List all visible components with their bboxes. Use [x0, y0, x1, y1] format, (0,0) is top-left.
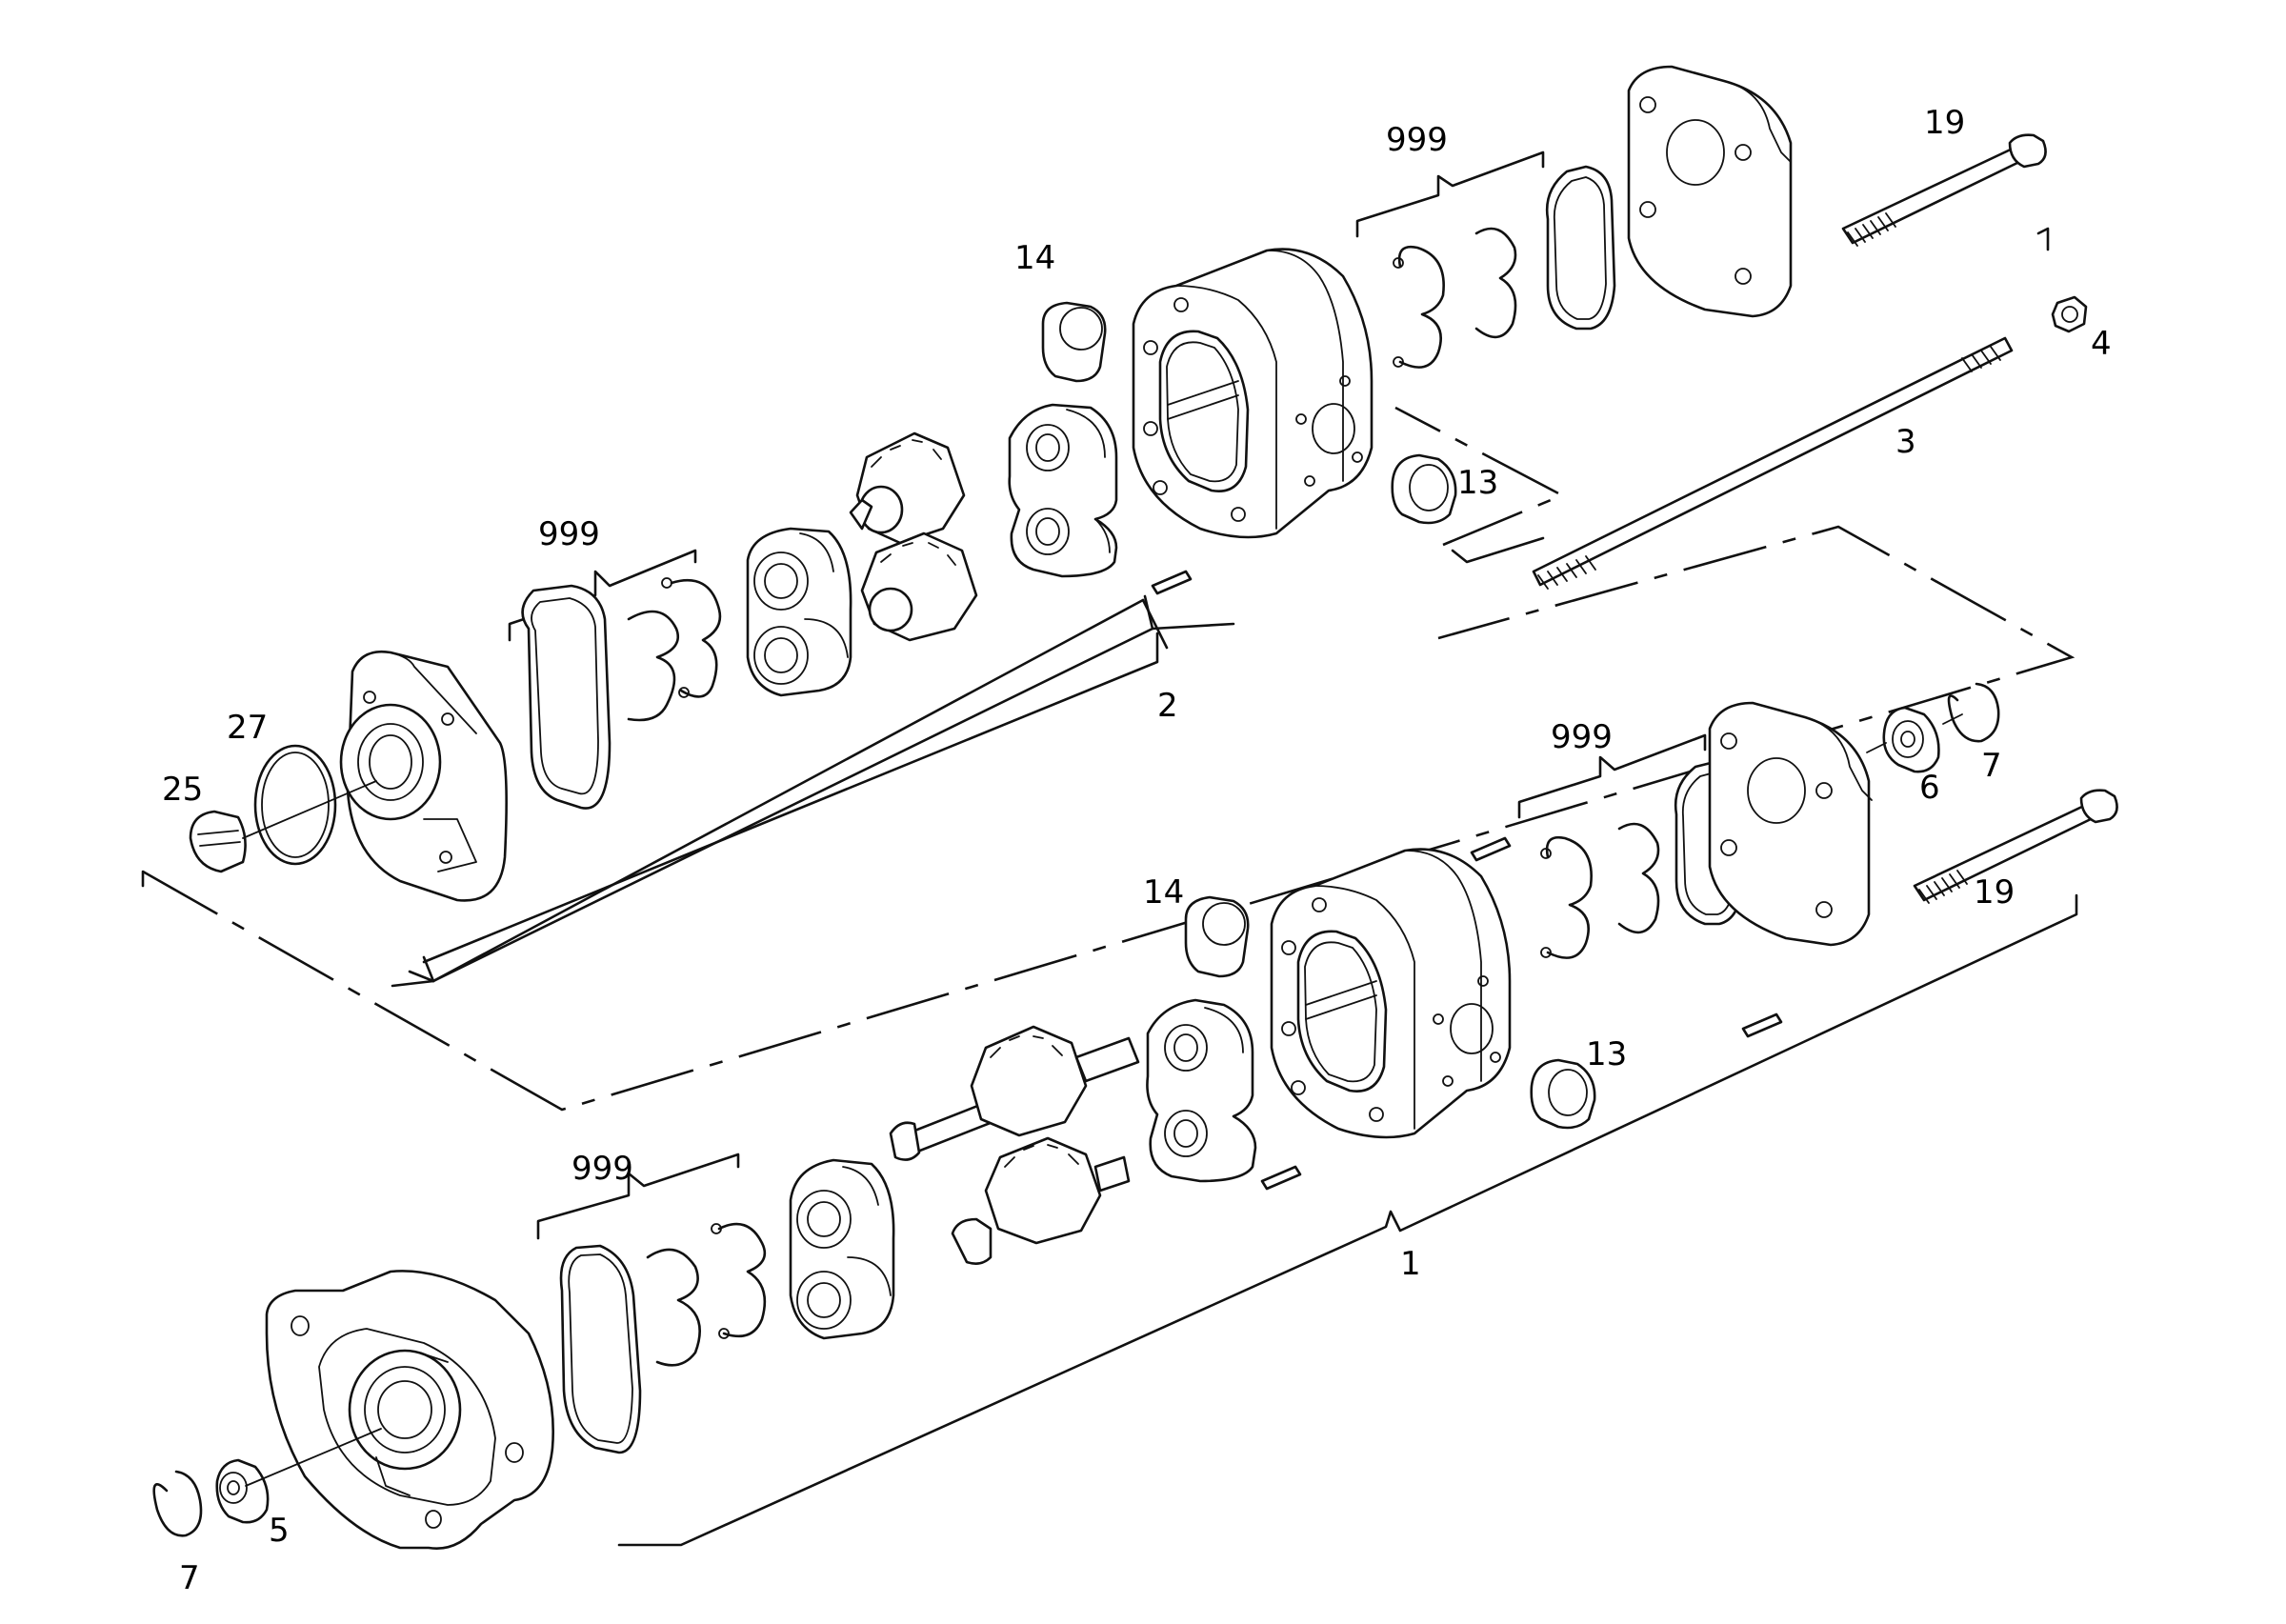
assembly-1-bracket — [617, 893, 2078, 1547]
seal-kit-upper-left — [508, 549, 722, 810]
tie-rod-3 — [1451, 336, 2014, 590]
callout-4: 4 — [2091, 325, 2112, 363]
nut-4 — [2051, 295, 2088, 333]
callout-999-upper-left: 999 — [538, 515, 600, 553]
circlip-7-right — [1942, 682, 2000, 743]
callout-2: 2 — [1157, 687, 1178, 725]
bearing-6 — [1866, 706, 1940, 773]
gear-upper-driven — [860, 531, 978, 642]
seal-13-lower — [1530, 1058, 1596, 1130]
callout-19-top: 19 — [1924, 104, 1965, 142]
callout-labels: 999 19 14 4 13 3 999 2 27 25 999 6 7 14 … — [162, 104, 2112, 1597]
callout-13-top: 13 — [1457, 464, 1498, 502]
seal-13-upper — [1391, 453, 1457, 525]
dowel-pin-lower-b — [1470, 836, 1512, 862]
seal-kit-upper-right — [1355, 150, 1616, 369]
callout-7-right: 7 — [1981, 747, 2002, 785]
gear-lower-drive — [889, 1025, 1140, 1161]
rear-cover-lower — [1708, 701, 1873, 947]
bearing-block-upper-right — [1008, 403, 1118, 578]
seal-kit-lower-left — [536, 1153, 767, 1454]
front-flange-lower — [265, 1270, 554, 1550]
seal-5 — [215, 1428, 382, 1524]
assembly-2-line — [408, 598, 1169, 983]
plug-25 — [189, 780, 377, 873]
callout-3: 3 — [1895, 423, 1916, 461]
callout-13-bottom: 13 — [1586, 1035, 1627, 1073]
pump-body-upper — [1132, 248, 1374, 539]
gear-upper-drive — [849, 431, 966, 545]
callout-999-lower-left: 999 — [572, 1150, 633, 1188]
callout-14-top: 14 — [1014, 239, 1055, 277]
upper-axis-line — [422, 632, 1159, 964]
callout-19-bottom: 19 — [1974, 873, 2015, 912]
o-ring-27 — [253, 744, 337, 866]
callout-999-top: 999 — [1386, 121, 1448, 159]
callout-25: 25 — [162, 771, 203, 809]
callout-6: 6 — [1919, 769, 1940, 807]
dowel-pin-lower-a — [1260, 1165, 1302, 1191]
circlip-7-left — [152, 1470, 203, 1537]
rear-cover-upper — [1627, 65, 1793, 318]
callout-14-bottom: 14 — [1143, 873, 1184, 912]
callout-5: 5 — [269, 1512, 290, 1550]
bushing-14-upper — [1041, 301, 1107, 383]
callout-27: 27 — [227, 709, 268, 747]
bolt-19-upper — [1841, 133, 2050, 251]
bearing-block-upper-left — [746, 527, 852, 697]
dowel-pin-lower-c — [1741, 1012, 1783, 1038]
dashed-assembly-lines — [142, 406, 2075, 1112]
dowel-pin-upper — [1151, 570, 1193, 595]
bearing-block-lower-right — [1146, 998, 1257, 1183]
bolt-19-lower — [1913, 789, 2118, 904]
callout-1: 1 — [1400, 1245, 1421, 1283]
front-cover-upper — [339, 650, 508, 902]
bushing-14-lower — [1184, 895, 1250, 978]
bearing-block-lower-left — [789, 1158, 895, 1340]
gear-lower-driven — [951, 1136, 1131, 1265]
pump-body-lower — [1270, 848, 1512, 1139]
callout-7-left: 7 — [179, 1559, 200, 1597]
callout-999-mid: 999 — [1551, 718, 1613, 756]
